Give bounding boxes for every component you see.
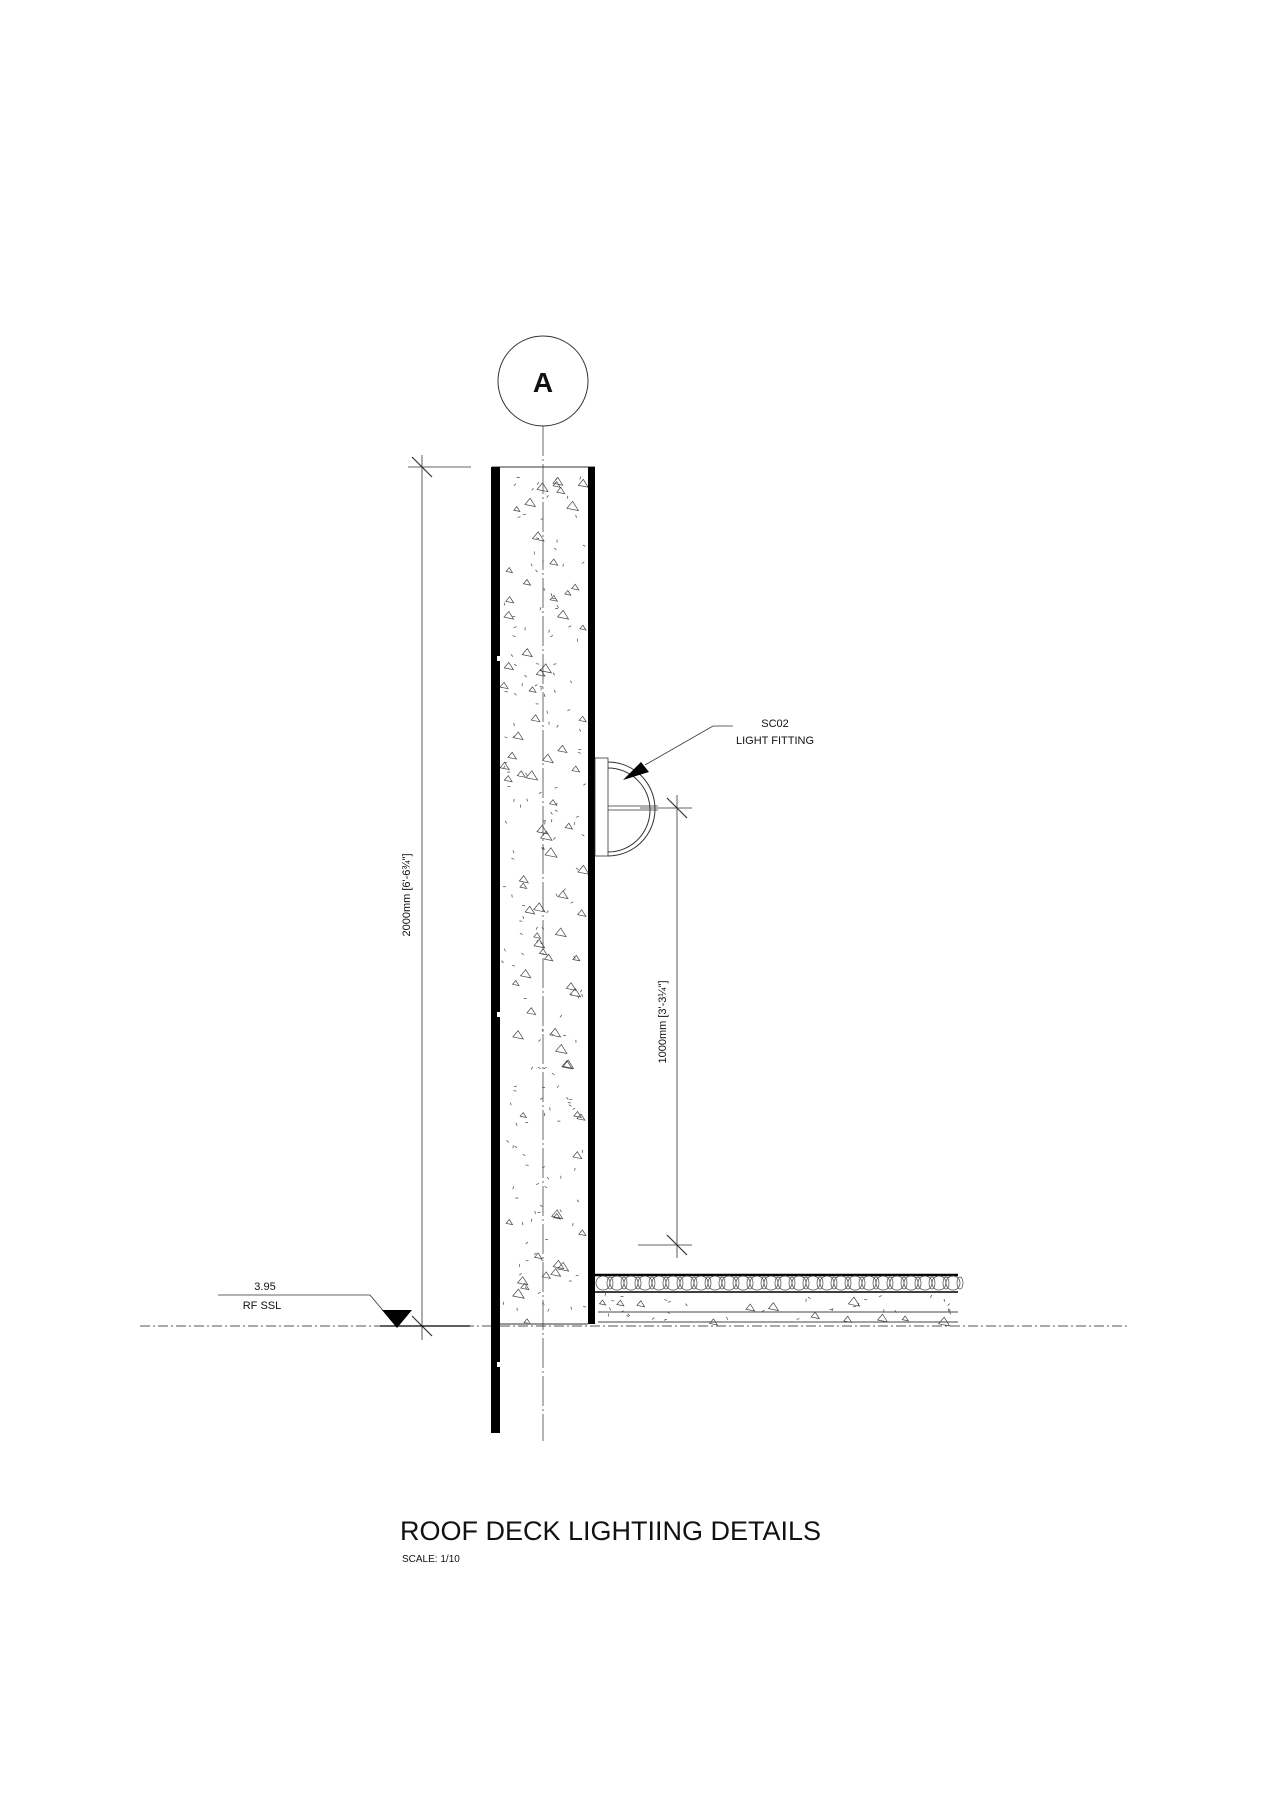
fitting-height-label: 1000mm [3'-3¼"]	[657, 980, 669, 1063]
callout-code: SC02	[761, 718, 789, 730]
fitting-backplate	[594, 757, 609, 857]
screed-hatch	[598, 1292, 951, 1327]
wall-left-face	[491, 467, 500, 1433]
callout-description: LIGHT FITTING	[736, 735, 814, 747]
callout-arrow-icon	[623, 762, 649, 780]
wall-height-dimension: 2000mm [6'-6¾"]	[401, 455, 471, 1340]
wall-right-face	[588, 467, 595, 1324]
level-marker: 3.95 RF SSL	[218, 1281, 470, 1328]
gravel-layer	[595, 1275, 964, 1291]
level-value: 3.95	[254, 1281, 275, 1293]
light-fitting-callout: SC02 LIGHT FITTING	[623, 718, 814, 780]
grid-marker-label: A	[533, 367, 553, 398]
concrete-wall	[491, 466, 595, 1433]
fitting-height-dimension: 1000mm [3'-3¼"]	[638, 795, 692, 1258]
floor-buildup	[595, 1273, 964, 1327]
drawing-title: ROOF DECK LIGHTIING DETAILS	[400, 1516, 821, 1546]
level-label: RF SSL	[243, 1300, 282, 1312]
level-triangle-icon	[382, 1310, 412, 1328]
light-fitting	[594, 757, 658, 857]
grid-marker: A	[497, 335, 589, 427]
concrete-hatch	[499, 476, 590, 1325]
wall-height-label: 2000mm [6'-6¾"]	[401, 853, 413, 936]
drawing-scale: SCALE: 1/10	[402, 1554, 460, 1565]
